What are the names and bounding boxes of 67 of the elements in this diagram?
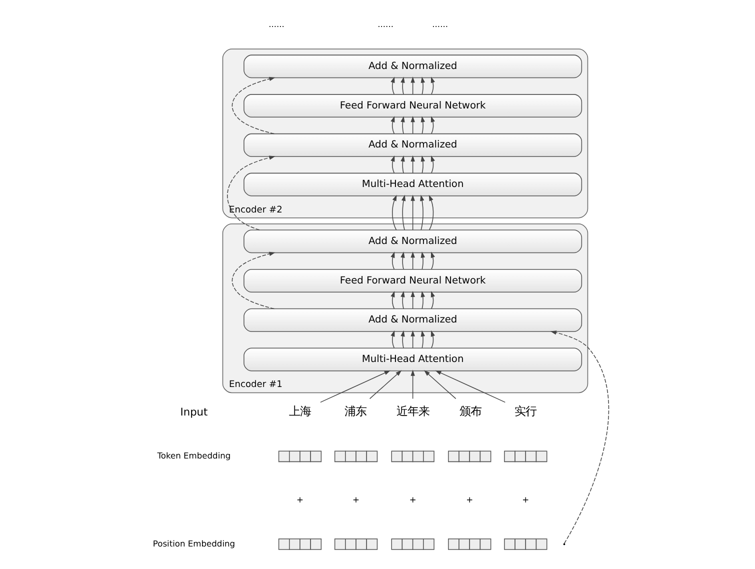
arrow — [390, 252, 394, 270]
arrow — [400, 252, 404, 270]
label: + — [522, 494, 529, 504]
node-text: 颁布 — [458, 404, 481, 418]
node-box: Add & Normalized — [243, 133, 582, 157]
node-box: Multi-Head Attention — [243, 348, 582, 372]
label: + — [466, 494, 473, 504]
arrow — [400, 330, 404, 348]
node-text: 上海 — [288, 404, 310, 418]
arrow — [390, 76, 394, 95]
label: + — [296, 494, 303, 504]
label: ...... — [377, 18, 393, 29]
arrow — [400, 116, 404, 134]
node-box: Add & Normalized — [243, 308, 582, 332]
arrow — [430, 156, 434, 174]
arrow — [430, 116, 434, 134]
arrow — [390, 116, 394, 134]
label: + — [352, 494, 360, 504]
node-text: 近年来 — [396, 404, 429, 418]
arrow — [434, 370, 506, 403]
arrow — [410, 116, 414, 134]
arrow — [430, 252, 434, 270]
arrow — [368, 370, 402, 400]
arrow — [410, 76, 414, 95]
arrow — [390, 330, 394, 348]
arrow — [420, 194, 424, 230]
arrow — [410, 290, 414, 309]
arrow — [410, 252, 414, 270]
node-text: 浦东 — [344, 404, 366, 418]
arrow — [420, 291, 424, 309]
arrow — [430, 330, 434, 348]
arrow — [410, 330, 414, 348]
arrow — [400, 194, 406, 230]
arrow — [391, 194, 396, 230]
label: ...... — [268, 18, 284, 29]
arrow — [400, 290, 404, 309]
arrow — [550, 330, 609, 544]
label: ...... — [432, 18, 448, 29]
label: + — [408, 494, 416, 504]
arrow — [410, 155, 414, 174]
arrow — [420, 116, 424, 134]
arrow — [420, 252, 424, 270]
arrow — [420, 330, 424, 348]
arrow — [231, 252, 275, 310]
arrow — [423, 370, 456, 400]
node-box: Add & Normalized — [243, 230, 582, 254]
arrow — [420, 76, 424, 95]
arrow — [390, 156, 394, 174]
arrow — [410, 194, 414, 230]
label: Input — [180, 406, 208, 418]
node-box: Feed Forward Neural Network — [243, 94, 582, 118]
arrow — [400, 76, 404, 95]
arrow — [420, 155, 424, 174]
label: Position Embedding — [152, 538, 235, 548]
arrow — [400, 155, 404, 174]
arrow — [430, 291, 434, 309]
arrow — [410, 370, 414, 400]
label: Token Embedding — [156, 450, 230, 461]
arrow — [231, 76, 275, 134]
node-box: Feed Forward Neural Network — [243, 268, 582, 292]
arrow — [428, 194, 434, 230]
node-box: Add & Normalized — [243, 54, 582, 78]
arrow — [320, 370, 390, 403]
node-text: 实行 — [514, 404, 536, 418]
node-box: Multi-Head Attention — [243, 172, 582, 196]
arrow — [390, 291, 394, 309]
arrow — [430, 76, 434, 95]
